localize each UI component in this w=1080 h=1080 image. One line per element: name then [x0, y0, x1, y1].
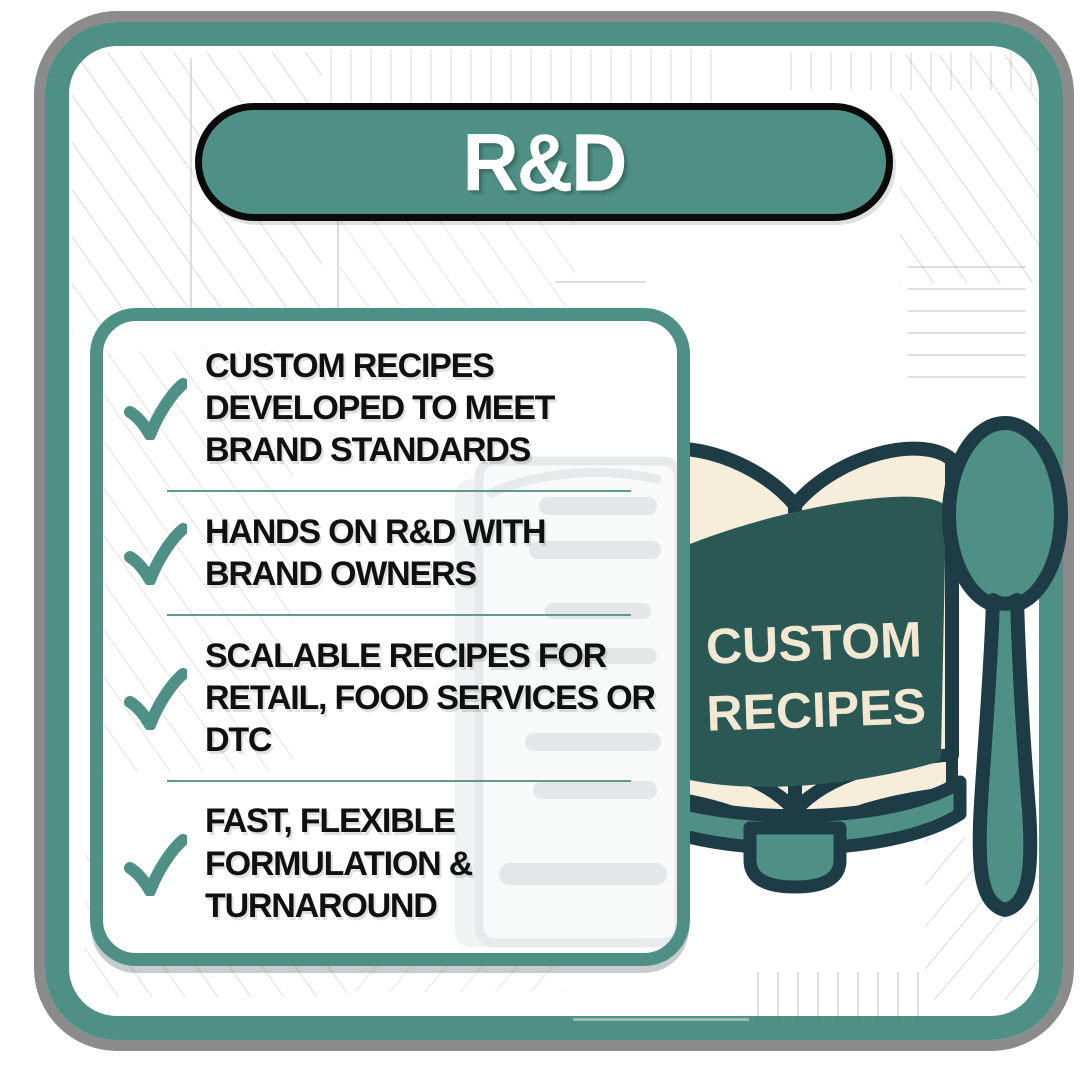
section-title-pill: R&D [195, 103, 893, 221]
divider [167, 613, 631, 617]
checklist-item: HANDS ON R&D WITH BRAND OWNERS [119, 511, 665, 595]
checklist-item: FAST, FLEXIBLE FORMULATION & TURNAROUND [119, 800, 665, 926]
spoon-icon [942, 416, 1068, 917]
background-line [190, 58, 192, 328]
checkmark-icon [119, 376, 191, 441]
checklist-item: SCALABLE RECIPES FOR RETAIL, FOOD SERVIC… [119, 635, 665, 761]
ghost-page-icon [455, 456, 677, 948]
checklist-item-text: HANDS ON R&D WITH BRAND OWNERS [205, 512, 547, 594]
book-title-line2: RECIPES [706, 678, 927, 742]
checklist: CUSTOM RECIPES DEVELOPED TO MEET BRAND S… [103, 321, 677, 953]
spoon-bowl [942, 416, 1068, 614]
divider [167, 779, 631, 783]
spoon-handle [972, 593, 1038, 917]
section-title: R&D [462, 115, 628, 208]
checklist-item-text: FAST, FLEXIBLE FORMULATION & TURNAROUND [205, 802, 473, 925]
background-line [337, 208, 339, 330]
checklist-panel: CUSTOM RECIPES DEVELOPED TO MEET BRAND S… [90, 308, 690, 966]
checklist-item: CUSTOM RECIPES DEVELOPED TO MEET BRAND S… [119, 345, 665, 471]
book-title-line1: CUSTOM [705, 611, 923, 674]
checkmark-icon [119, 666, 191, 730]
book-cover-panel [654, 496, 946, 787]
checklist-item-text: SCALABLE RECIPES FOR RETAIL, FOOD SERVIC… [205, 636, 656, 759]
checklist-item-text: CUSTOM RECIPES DEVELOPED TO MEET BRAND S… [205, 347, 555, 470]
checkmark-icon [119, 521, 191, 586]
checkmark-icon [119, 832, 191, 896]
background-line [556, 281, 646, 283]
divider [167, 489, 631, 493]
background-line [573, 1018, 749, 1021]
open-book-icon: CUSTOM RECIPES [623, 441, 967, 894]
